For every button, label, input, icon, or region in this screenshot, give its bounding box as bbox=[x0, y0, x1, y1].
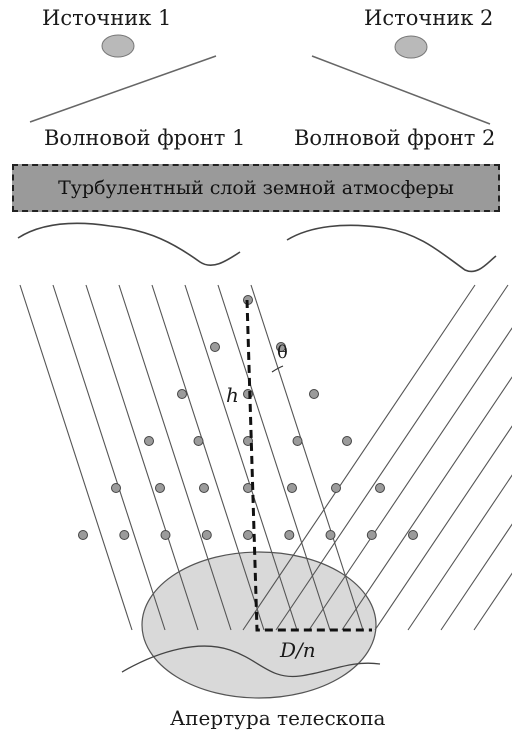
source-1-icon bbox=[101, 34, 135, 58]
distorted-wavefront-2 bbox=[286, 224, 497, 273]
node-11 bbox=[111, 483, 121, 493]
node-17 bbox=[375, 483, 385, 493]
height-label: h bbox=[226, 383, 239, 407]
node-22 bbox=[243, 530, 253, 540]
ray-a-2 bbox=[85, 284, 199, 631]
wavefront-1-line bbox=[29, 55, 217, 123]
node-26 bbox=[408, 530, 418, 540]
node-25 bbox=[366, 530, 377, 540]
node-13 bbox=[199, 483, 209, 493]
distorted-wavefront-1 bbox=[17, 222, 241, 267]
angle-label: θ bbox=[277, 342, 288, 363]
source-1-label: Источник 1 bbox=[42, 6, 172, 30]
theta-arc bbox=[271, 365, 284, 373]
ray-a-7 bbox=[250, 284, 364, 631]
ray-b-0 bbox=[242, 284, 476, 631]
aperture-wave bbox=[121, 645, 381, 678]
ray-b-5 bbox=[407, 474, 512, 631]
node-19 bbox=[119, 530, 130, 540]
source-2-label: Источник 2 bbox=[364, 6, 494, 30]
ray-b-3 bbox=[341, 376, 512, 631]
node-21 bbox=[201, 530, 212, 540]
ray-a-0 bbox=[19, 284, 133, 631]
node-23 bbox=[284, 530, 295, 540]
node-10 bbox=[342, 436, 352, 446]
ray-a-6 bbox=[217, 284, 331, 631]
ray-b-4 bbox=[374, 425, 512, 631]
ray-grid bbox=[19, 284, 512, 631]
node-6 bbox=[144, 436, 154, 446]
turbulent-layer: Турбулентный слой земной атмосферы bbox=[12, 164, 500, 212]
turbulent-layer-label: Турбулентный слой земной атмосферы bbox=[58, 177, 454, 199]
wavefront-1-label: Волновой фронт 1 bbox=[44, 126, 246, 150]
node-24 bbox=[325, 530, 336, 540]
intersection-nodes bbox=[78, 295, 418, 540]
wavefront-2-label: Волновой фронт 2 bbox=[294, 126, 496, 150]
node-7 bbox=[193, 436, 204, 446]
node-2 bbox=[276, 342, 286, 352]
ray-b-1 bbox=[275, 284, 509, 631]
node-3 bbox=[177, 389, 187, 399]
node-1 bbox=[210, 342, 220, 352]
ray-b-2 bbox=[308, 327, 512, 631]
aperture-label: Апертура телескопа bbox=[170, 706, 386, 730]
ray-a-1 bbox=[52, 284, 166, 631]
node-12 bbox=[155, 483, 165, 493]
node-18 bbox=[78, 530, 88, 540]
height-dashed-line bbox=[245, 299, 372, 632]
node-16 bbox=[331, 483, 341, 493]
telescope-aperture bbox=[141, 551, 377, 699]
ray-a-5 bbox=[184, 284, 298, 631]
ray-a-3 bbox=[118, 284, 232, 631]
node-9 bbox=[292, 436, 303, 446]
ray-b-6 bbox=[440, 523, 512, 631]
source-2-icon bbox=[394, 35, 428, 59]
wavefront-2-line bbox=[311, 55, 491, 125]
ray-a-4 bbox=[151, 284, 265, 631]
aperture-ratio-label: D/n bbox=[280, 638, 316, 662]
node-20 bbox=[160, 530, 171, 540]
node-15 bbox=[287, 483, 297, 493]
node-5 bbox=[309, 389, 319, 399]
